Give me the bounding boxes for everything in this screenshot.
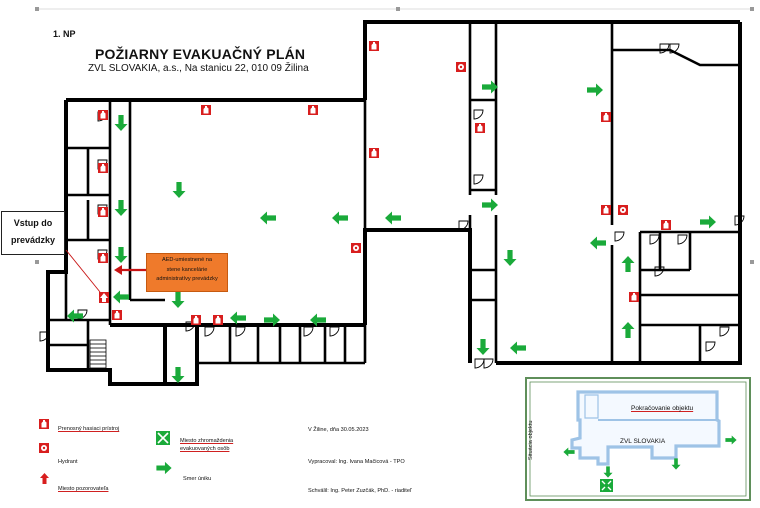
- plan-subtitle: ZVL SLOVAKIA, a.s., Na stanicu 22, 010 0…: [88, 63, 309, 74]
- inset-continuation: Pokračovanie objektu: [631, 405, 694, 412]
- signature-place-date: V Žiline, dňa 30.05.2023: [308, 427, 369, 433]
- legend-observer: Miesto pozorovateľa: [58, 486, 109, 492]
- entry-label-line2: prevádzky: [10, 235, 56, 245]
- entry-callout: Vstup do prevádzky: [1, 211, 65, 255]
- legend-extinguisher: Prenosný hasiaci prístroj: [58, 426, 120, 432]
- inset-company: ZVL SLOVAKIA: [620, 438, 666, 445]
- aed-callout: AED-umiestnené na stene kancelárie admin…: [146, 253, 228, 292]
- aed-label-line3: administratívy prevádzky: [156, 276, 218, 282]
- signature-prepared: Vypracoval: Ing. Ivana Mačicová - TPO: [308, 459, 405, 465]
- legend-escape: Smer úniku: [183, 476, 212, 482]
- plan-title: POŽIARNY EVAKUAČNÝ PLÁN: [95, 46, 306, 62]
- floor-label: 1. NP: [53, 29, 76, 39]
- signature-approved: Schválil: Ing. Peter Zuzčák, PhD. - riad…: [308, 488, 412, 494]
- legend-assembly-line1: Miesto zhromaždenia: [180, 438, 234, 444]
- inset-situation: Situácia objektu: [528, 420, 534, 461]
- aed-label-line1: AED-umiestnené na: [161, 257, 213, 263]
- legend-assembly-line2: evakuovaných osôb: [180, 446, 230, 452]
- entry-label-line1: Vstup do: [13, 218, 53, 228]
- aed-label-line2: stene kancelárie: [166, 266, 208, 273]
- legend-hydrant: Hydrant: [58, 459, 78, 465]
